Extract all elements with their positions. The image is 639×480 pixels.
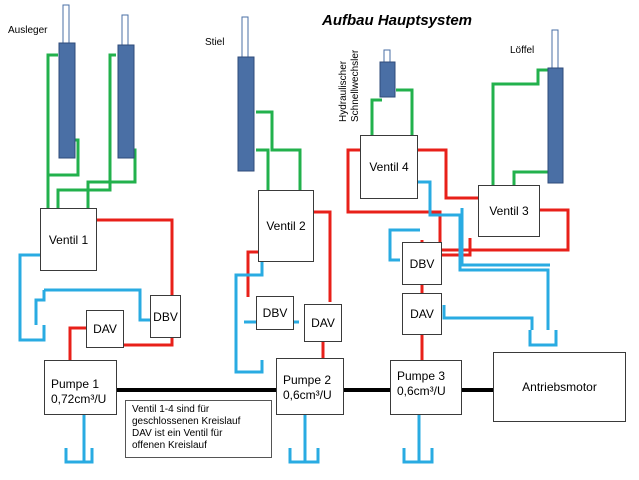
dav-2: DAV bbox=[304, 304, 342, 342]
valve-4: Ventil 4 bbox=[360, 135, 418, 199]
label-schnellwechsler-line2: Schnellwechsler bbox=[350, 49, 361, 122]
valve-2-label: Ventil 2 bbox=[266, 219, 306, 233]
cylinder-ausleger-2-rod bbox=[121, 14, 129, 46]
cylinder-loeffel bbox=[547, 67, 564, 184]
valve-1: Ventil 1 bbox=[40, 208, 97, 271]
dbv-1-label: DBV bbox=[153, 309, 178, 324]
dbv-1: DBV bbox=[150, 295, 181, 338]
note-box: Ventil 1-4 sind für geschlossenen Kreisl… bbox=[125, 400, 272, 458]
note-line-1: Ventil 1-4 sind für bbox=[132, 404, 210, 415]
pump-1-name: Pumpe 1 bbox=[51, 377, 100, 391]
diagram-title: Aufbau Hauptsystem bbox=[322, 12, 473, 29]
pump-3-flow: 0,6cm³/U bbox=[397, 384, 446, 398]
dbv-3-label: DBV bbox=[409, 256, 435, 271]
cylinder-stiel bbox=[237, 56, 255, 172]
valve-3-label: Ventil 3 bbox=[489, 204, 529, 218]
dav-3: DAV bbox=[402, 293, 442, 335]
blue-lines bbox=[18, 180, 558, 464]
cylinder-ausleger-1-rod bbox=[62, 4, 70, 44]
pump-2-name: Pumpe 2 bbox=[283, 373, 332, 387]
label-loeffel: Löffel bbox=[510, 45, 535, 56]
cylinder-schnellwechsler-rod bbox=[383, 49, 391, 63]
dav-1: DAV bbox=[86, 310, 124, 348]
dbv-2: DBV bbox=[256, 296, 294, 330]
note-line-3: DAV ist ein Ventil für bbox=[132, 428, 223, 439]
cylinder-schnellwechsler bbox=[379, 61, 396, 98]
note-line-4: offenen Kreislauf bbox=[132, 440, 207, 451]
drive-motor-label: Antriebsmotor bbox=[522, 380, 597, 394]
dbv-2-label: DBV bbox=[262, 306, 288, 320]
valve-4-label: Ventil 4 bbox=[369, 160, 409, 174]
cylinder-ausleger-2 bbox=[117, 44, 135, 159]
cylinder-stiel-rod bbox=[241, 16, 249, 58]
cylinder-loeffel-rod bbox=[551, 29, 559, 69]
cylinders bbox=[58, 4, 564, 184]
dav-2-label: DAV bbox=[311, 316, 335, 330]
dav-1-label: DAV bbox=[93, 322, 117, 336]
green-lines bbox=[46, 53, 548, 208]
dbv-3: DBV bbox=[402, 242, 442, 285]
pump-1-flow: 0,72cm³/U bbox=[51, 392, 107, 406]
valve-1-label: Ventil 1 bbox=[48, 232, 89, 247]
valve-2: Ventil 2 bbox=[258, 190, 314, 262]
label-stiel: Stiel bbox=[205, 37, 225, 48]
note-line-2: geschlossenen Kreislauf bbox=[132, 416, 241, 427]
valve-3: Ventil 3 bbox=[478, 185, 540, 237]
pump-3-name: Pumpe 3 bbox=[397, 369, 446, 383]
pump-2: Pumpe 2 0,6cm³/U bbox=[276, 358, 344, 415]
pump-3: Pumpe 3 0,6cm³/U bbox=[390, 360, 462, 415]
pump-2-flow: 0,6cm³/U bbox=[283, 388, 332, 402]
dav-3-label: DAV bbox=[410, 307, 434, 321]
red-lines bbox=[68, 148, 570, 360]
drive-motor: Antriebsmotor bbox=[493, 352, 626, 422]
pump-1: Pumpe 1 0,72cm³/U bbox=[44, 360, 117, 415]
label-schnellwechsler-line1: Hydraulischer bbox=[338, 60, 349, 122]
label-ausleger: Ausleger bbox=[8, 25, 48, 36]
cylinder-ausleger-1 bbox=[58, 42, 76, 159]
